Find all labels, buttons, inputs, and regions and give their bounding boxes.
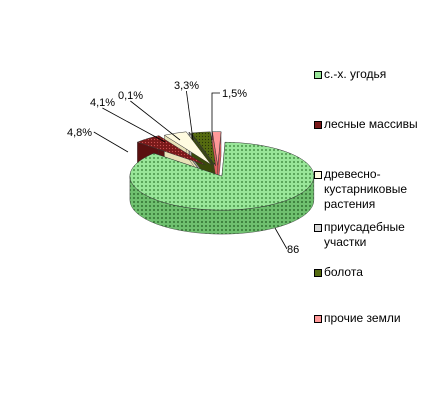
pie-slice-1 [136, 135, 206, 166]
legend-swatch-4 [314, 269, 322, 277]
legend-label-line: кустарниковые [324, 182, 408, 196]
data-label-1: 4,8% [67, 127, 92, 139]
data-label-4: 3,3% [174, 80, 199, 92]
legend-label-line: приусадебные [324, 220, 405, 234]
legend-item-4: болота [314, 265, 363, 280]
pie-slice-0 [129, 141, 315, 211]
data-label-0: 86 [287, 244, 299, 256]
legend-item-5: прочие земли [314, 311, 401, 326]
legend-swatch-0 [314, 71, 322, 79]
legend-swatch-1 [314, 121, 322, 129]
data-label-2: 4,1% [90, 97, 115, 109]
legend-swatch-3 [314, 224, 322, 232]
data-label-5: 1,5% [222, 88, 247, 100]
leader-line-1 [93, 131, 129, 153]
legend-item-0: с.-х. угодья [314, 67, 386, 82]
legend-label-line: растения [324, 197, 376, 211]
legend-label-4: болота [324, 265, 363, 279]
legend-swatch-5 [314, 315, 322, 323]
legend-swatch-2 [314, 171, 322, 179]
legend-label-0: с.-х. угодья [324, 67, 387, 81]
leader-line-3 [130, 100, 181, 141]
legend-label-5: прочие земли [324, 311, 401, 325]
leader-line-5 [211, 92, 220, 140]
leader-line-0 [274, 227, 288, 250]
legend-label-line: древесно- [324, 167, 381, 181]
legend-label-line: участки [324, 235, 367, 249]
data-label-3: 0,1% [118, 90, 143, 102]
legend-label-1: лесные массивы [324, 117, 418, 131]
legend-item-1: лесные массивы [314, 117, 418, 132]
pie-slice-4 [191, 131, 216, 166]
pie-slice-2 [163, 131, 212, 165]
pie-slice-3 [188, 131, 214, 166]
leader-line-2 [102, 107, 166, 143]
leader-line-4 [186, 90, 194, 141]
